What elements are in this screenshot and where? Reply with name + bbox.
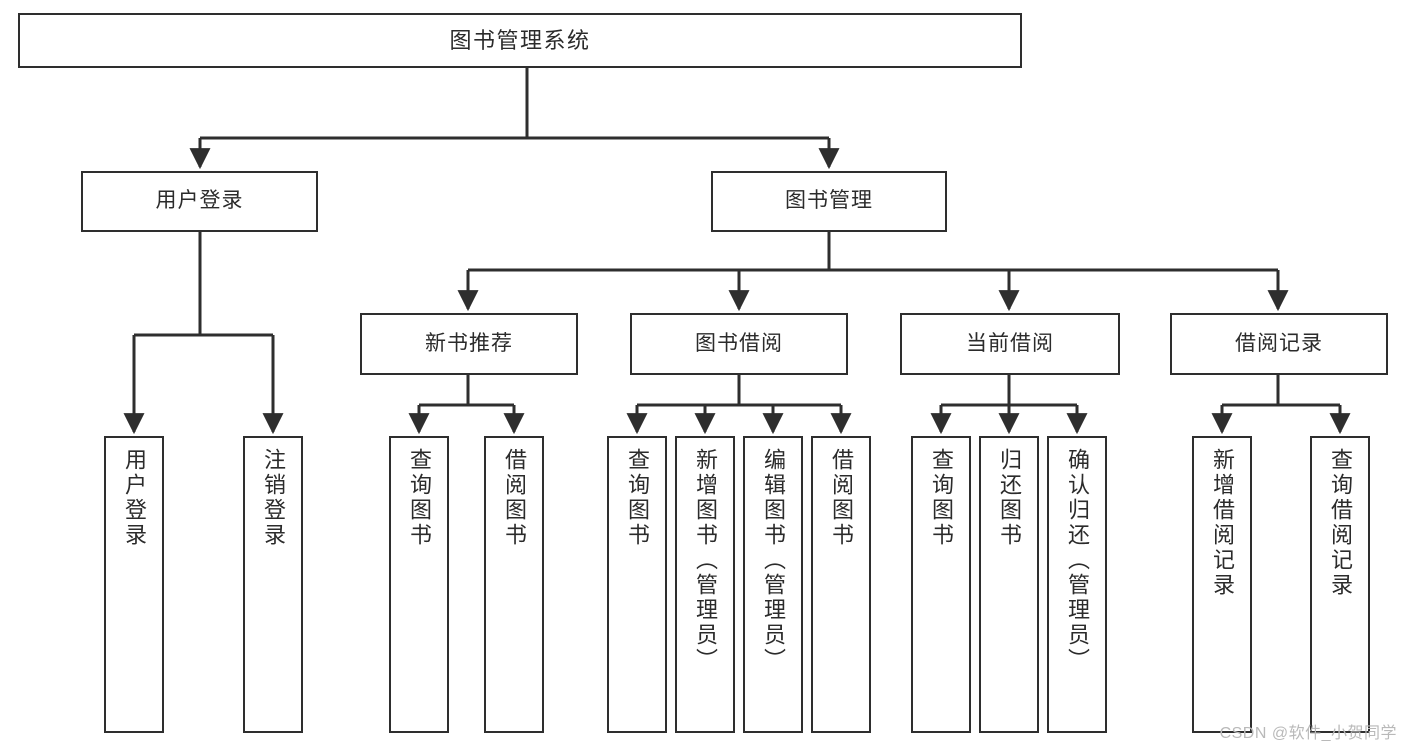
node-label: 确认归还（管理员） — [1065, 448, 1090, 673]
node-borrow-record[interactable]: 借阅记录 — [1170, 313, 1388, 375]
node-label: 图书管理系统 — [449, 27, 591, 53]
node-label: 借阅记录 — [1235, 331, 1323, 355]
node-label: 借阅图书 — [502, 448, 527, 548]
node-label: 注销登录 — [261, 448, 286, 548]
node-label: 新增图书（管理员） — [693, 448, 718, 673]
leaf-borrow-record-add[interactable]: 新增借阅记录 — [1192, 436, 1252, 733]
node-label: 归还图书 — [997, 448, 1022, 548]
node-label: 编辑图书（管理员） — [761, 448, 786, 673]
leaf-user-login-login[interactable]: 用户登录 — [104, 436, 164, 733]
node-current-borrow[interactable]: 当前借阅 — [900, 313, 1120, 375]
leaf-borrow-record-query[interactable]: 查询借阅记录 — [1310, 436, 1370, 733]
node-label: 查询图书 — [929, 448, 954, 548]
leaf-book-borrow-edit[interactable]: 编辑图书（管理员） — [743, 436, 803, 733]
leaf-new-book-query[interactable]: 查询图书 — [389, 436, 449, 733]
leaf-new-book-borrow[interactable]: 借阅图书 — [484, 436, 544, 733]
node-label: 用户登录 — [122, 448, 147, 548]
leaf-user-login-logout[interactable]: 注销登录 — [243, 436, 303, 733]
node-label: 查询图书 — [407, 448, 432, 548]
leaf-book-borrow-query[interactable]: 查询图书 — [607, 436, 667, 733]
node-label: 图书管理 — [785, 189, 873, 213]
watermark: CSDN @软件_小贺同学 — [1219, 725, 1397, 742]
leaf-book-borrow-add[interactable]: 新增图书（管理员） — [675, 436, 735, 733]
node-label: 新增借阅记录 — [1210, 448, 1235, 598]
leaf-book-borrow-borrow[interactable]: 借阅图书 — [811, 436, 871, 733]
node-label: 图书借阅 — [695, 331, 783, 355]
leaf-current-borrow-return[interactable]: 归还图书 — [979, 436, 1039, 733]
leaf-current-borrow-confirm-return[interactable]: 确认归还（管理员） — [1047, 436, 1107, 733]
node-label: 用户登录 — [155, 189, 244, 213]
node-label: 借阅图书 — [829, 448, 854, 548]
node-label: 查询图书 — [625, 448, 650, 548]
node-label: 新书推荐 — [425, 331, 513, 355]
node-user-login[interactable]: 用户登录 — [81, 171, 318, 232]
node-root-book-management-system[interactable]: 图书管理系统 — [18, 13, 1022, 68]
node-label: 查询借阅记录 — [1328, 448, 1353, 598]
leaf-current-borrow-query[interactable]: 查询图书 — [911, 436, 971, 733]
node-book-borrow[interactable]: 图书借阅 — [630, 313, 848, 375]
node-new-book-recommend[interactable]: 新书推荐 — [360, 313, 578, 375]
node-book-management[interactable]: 图书管理 — [711, 171, 947, 232]
node-label: 当前借阅 — [966, 331, 1054, 355]
